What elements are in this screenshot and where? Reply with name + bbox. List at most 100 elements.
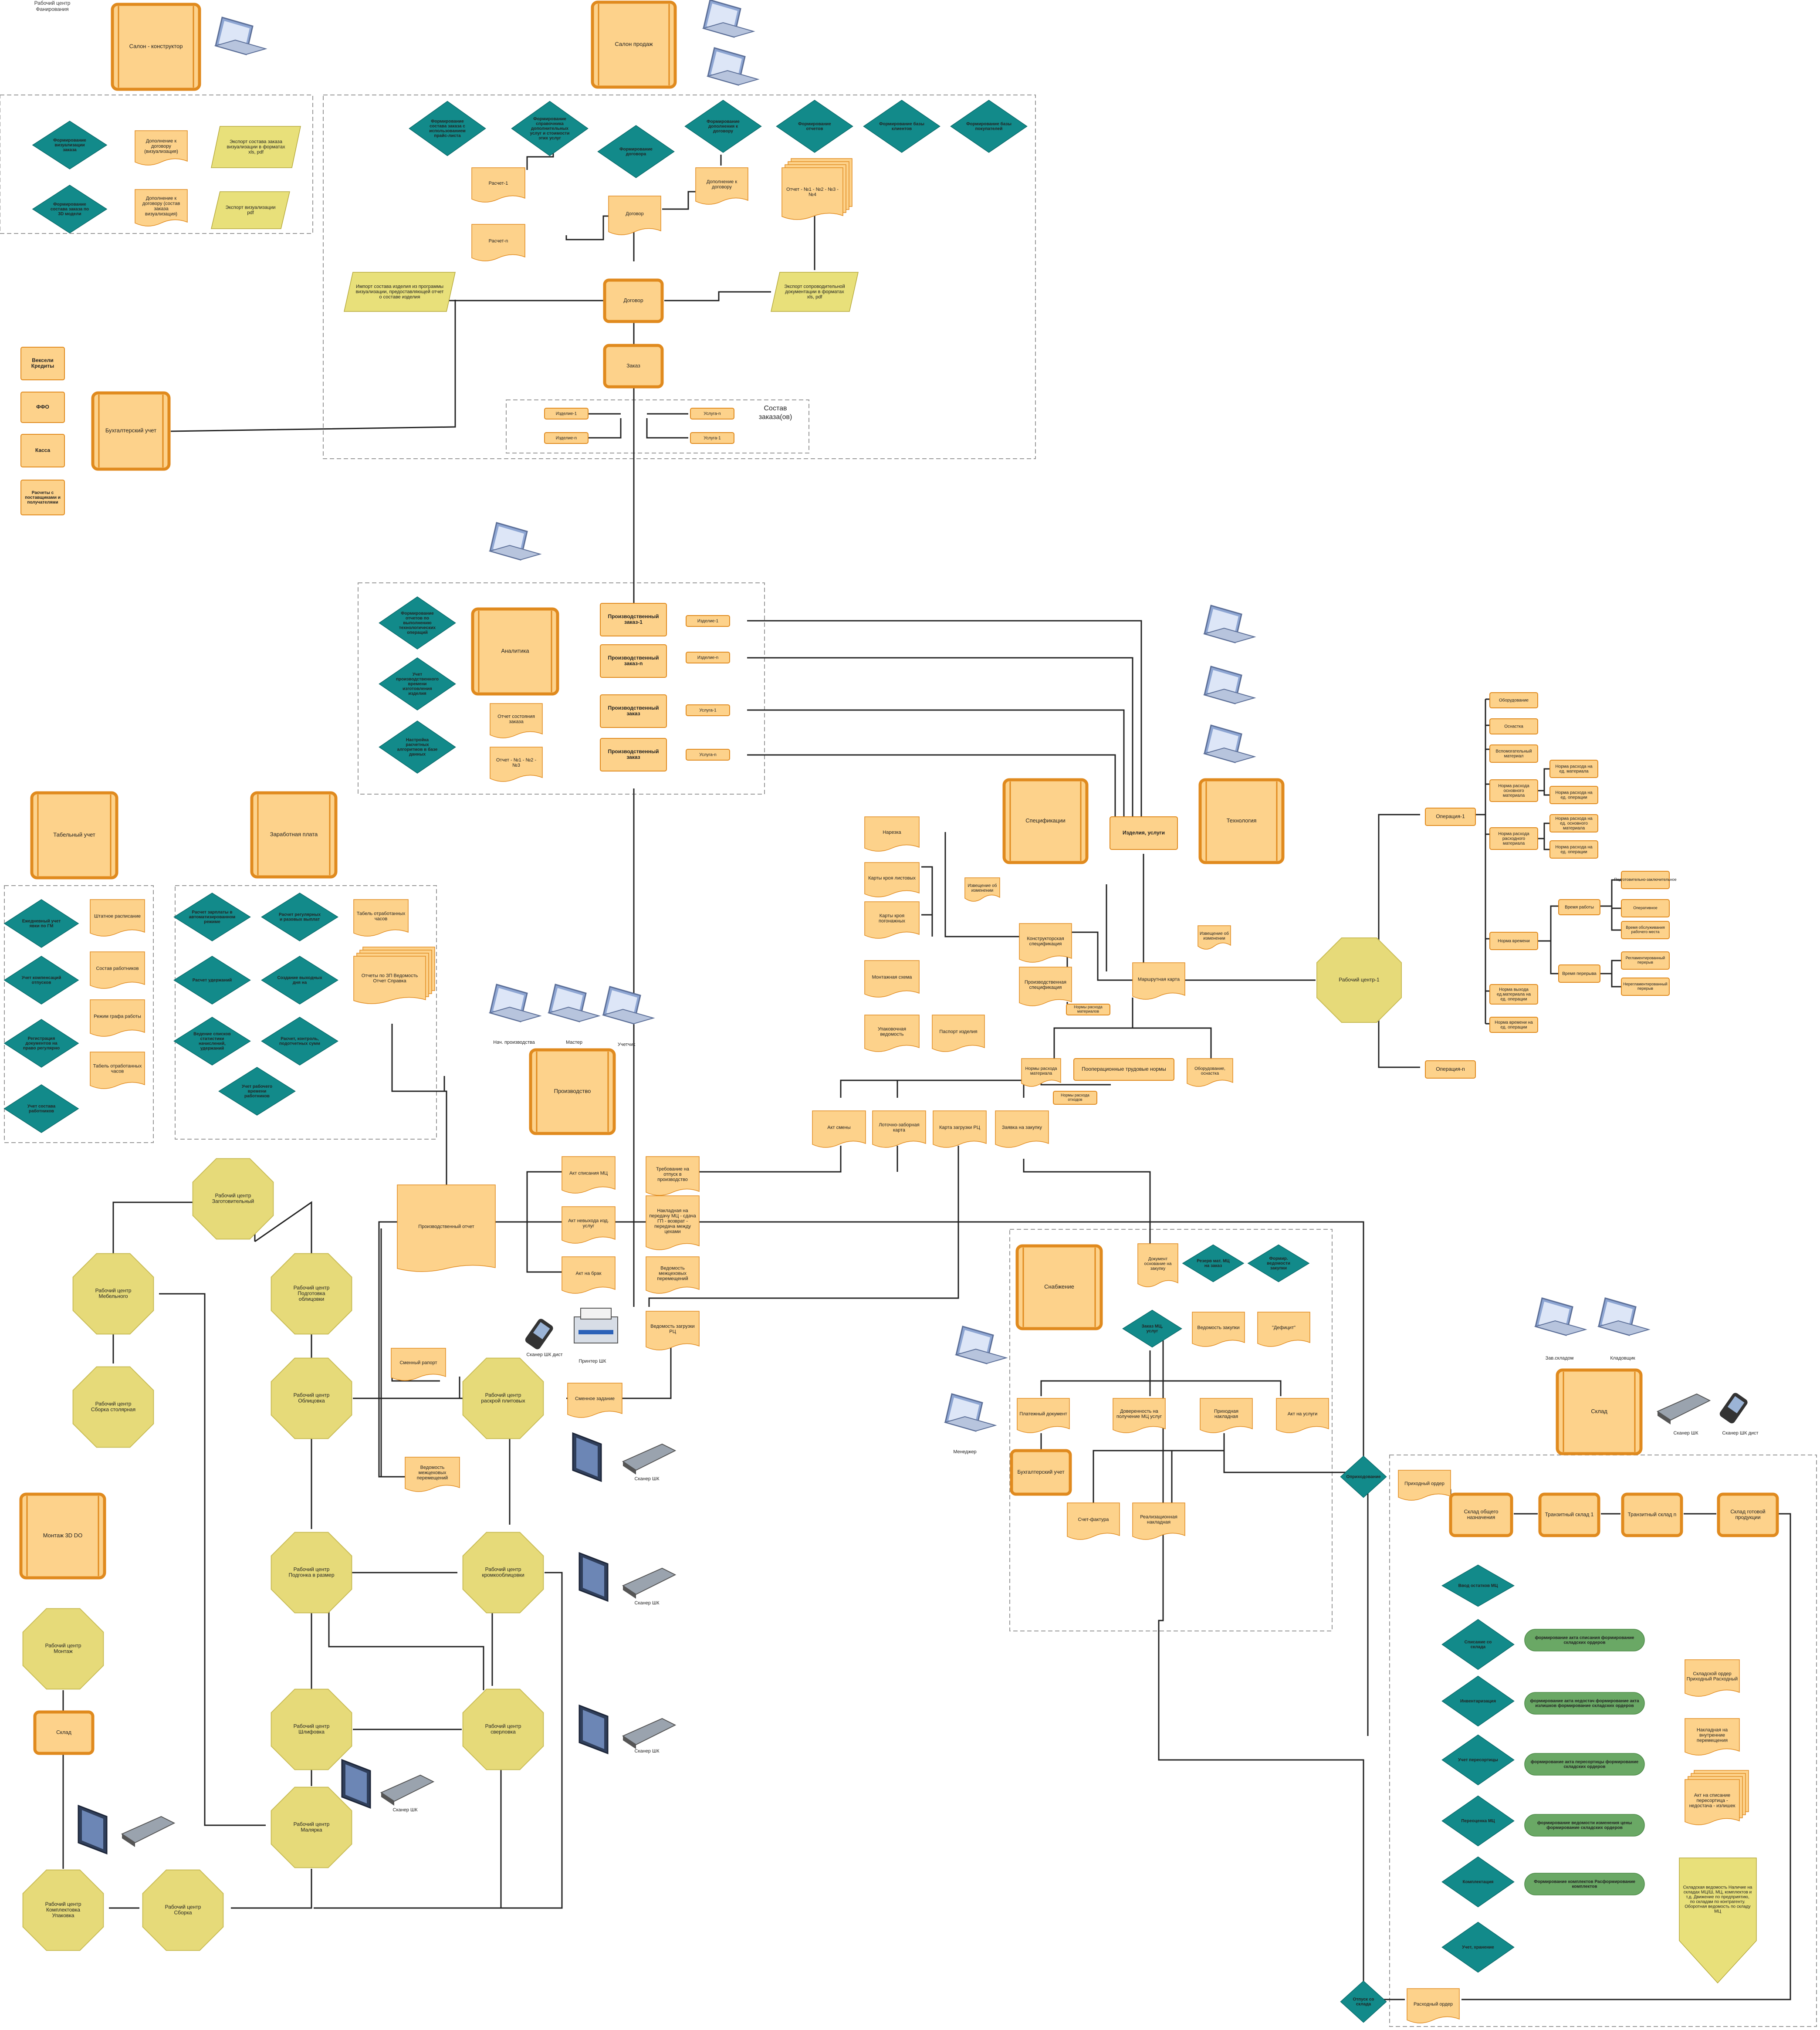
doc-nakl[interactable]: [646, 1195, 700, 1250]
pill-sklad-3[interactable]: [1524, 1753, 1645, 1776]
diamond-zp-7[interactable]: [218, 1067, 296, 1116]
box-rc-branch-6[interactable]: [1489, 984, 1538, 1005]
box-time-sub-4[interactable]: [1621, 978, 1670, 996]
para-import[interactable]: [344, 272, 456, 312]
diamond-sklad-op-7[interactable]: [1441, 1922, 1515, 1973]
box-rc-branch-2[interactable]: [1489, 744, 1538, 763]
box-prod-zakaz-4[interactable]: [600, 738, 667, 771]
doc-raschet-n[interactable]: [471, 224, 525, 261]
diamond-tabel-1[interactable]: [3, 899, 79, 948]
doc-dop-viz[interactable]: [135, 130, 188, 166]
doc-normy-rashoda[interactable]: [1021, 1058, 1061, 1087]
octagon-kromko[interactable]: [462, 1532, 544, 1614]
box-analitika[interactable]: [471, 607, 559, 696]
tag-normy-otkh[interactable]: [1053, 1091, 1097, 1105]
doc-raschet-1[interactable]: [471, 167, 525, 203]
doc-dop-sostav[interactable]: [135, 189, 188, 227]
octagon-malyarka[interactable]: [271, 1786, 352, 1868]
diamond-otpusk[interactable]: [1340, 1980, 1387, 2023]
diamond-sklad-op-2[interactable]: [1441, 1619, 1515, 1670]
box-rc-main-sub-2[interactable]: [1549, 786, 1598, 804]
diamond-zp-1[interactable]: [173, 893, 251, 941]
pill-sklad-5[interactable]: [1524, 1873, 1645, 1895]
doc-prihod-order[interactable]: [1398, 1470, 1451, 1501]
diamond-tabel-4[interactable]: [3, 1084, 79, 1133]
pill-sklad-2[interactable]: [1524, 1692, 1645, 1715]
octagon-zagot[interactable]: [192, 1158, 274, 1240]
diamond-nastroyka[interactable]: [379, 721, 456, 774]
doc-prihod-nakl[interactable]: [1200, 1398, 1253, 1433]
octagon-oblicovka[interactable]: [271, 1357, 352, 1439]
box-buhgalteria[interactable]: [91, 391, 171, 471]
box-rc-branch-5[interactable]: [1489, 932, 1538, 950]
shape-skladskaya-vedomost[interactable]: [1679, 1857, 1757, 1984]
tag-izdn[interactable]: [544, 432, 589, 444]
box-rc-branch-4[interactable]: [1489, 827, 1538, 850]
diamond-uchet-vremeni[interactable]: [379, 657, 456, 710]
box-op1[interactable]: [1425, 808, 1476, 826]
box-snabzhenie[interactable]: [1015, 1244, 1103, 1330]
diamond-sklad-op-6[interactable]: [1441, 1856, 1515, 1908]
diamond-zp-5[interactable]: [173, 1017, 251, 1066]
para-export-sostav[interactable]: [211, 126, 301, 168]
diamond-sklad-op-4[interactable]: [1441, 1734, 1515, 1786]
doc-deficit[interactable]: [1257, 1312, 1310, 1347]
box-opn[interactable]: [1425, 1060, 1476, 1079]
tag-analitika-2[interactable]: [686, 652, 730, 663]
box-time-sub-0[interactable]: [1621, 871, 1670, 889]
doc-marshrut[interactable]: [1132, 962, 1185, 1000]
diamond-zp-4[interactable]: [261, 956, 338, 1005]
octagon-rc1[interactable]: [1316, 937, 1402, 1023]
octagon-podgotovka[interactable]: [271, 1253, 352, 1335]
diamond-zp-3[interactable]: [173, 956, 251, 1005]
diamond-sklad-op-1[interactable]: [1441, 1564, 1515, 1607]
box-sklad-2[interactable]: [1538, 1492, 1600, 1537]
box-tehnolog[interactable]: [1198, 778, 1285, 864]
doc-real-nakl[interactable]: [1132, 1502, 1185, 1540]
para-export-soprovod[interactable]: [771, 272, 859, 312]
box-raschety[interactable]: [20, 480, 65, 515]
doc-vedom-mezh-1[interactable]: [646, 1256, 700, 1294]
octagon-mebel[interactable]: [72, 1253, 154, 1335]
box-dogovor[interactable]: [603, 278, 664, 323]
box-rc-rash-sub-1[interactable]: [1549, 814, 1598, 832]
box-tabel[interactable]: [30, 791, 118, 880]
box-vremya-raboty[interactable]: [1558, 899, 1600, 915]
diamond-oprihodovanie[interactable]: [1340, 1455, 1387, 1498]
doc-konstr-spec[interactable]: [1019, 923, 1072, 963]
doc-oborud[interactable]: [1187, 1058, 1233, 1087]
doc-nakl-vnutr[interactable]: [1685, 1718, 1740, 1756]
diamond-otchety-op[interactable]: [379, 596, 456, 650]
doc-akt-1[interactable]: [562, 1156, 616, 1194]
box-rc-branch-7[interactable]: [1489, 1017, 1538, 1033]
box-prod-zakaz-2[interactable]: [600, 644, 667, 678]
doc-pasport[interactable]: [932, 1015, 985, 1052]
doc-sklad-order[interactable]: [1685, 1659, 1740, 1697]
box-salon-konstruktor[interactable]: [111, 3, 201, 91]
box-kassa[interactable]: [20, 434, 65, 467]
doc-prod-row-2[interactable]: [872, 1110, 926, 1148]
pill-sklad-4[interactable]: [1524, 1814, 1645, 1837]
doc-prod-row-3[interactable]: [933, 1110, 987, 1148]
doc-akt-3[interactable]: [562, 1256, 616, 1294]
box-snab-buh[interactable]: [1010, 1449, 1072, 1496]
tag-analitika-1[interactable]: [686, 615, 730, 627]
box-rc-rash-sub-2[interactable]: [1549, 840, 1598, 859]
octagon-sborka[interactable]: [142, 1869, 224, 1951]
diamond-dop-dogovor[interactable]: [684, 100, 762, 153]
doc-izvesch-1[interactable]: [964, 877, 1000, 902]
doc-proizv-spec[interactable]: [1019, 967, 1072, 1006]
box-vekseli[interactable]: [20, 347, 65, 380]
doc-vedom-mezh-2[interactable]: [405, 1457, 460, 1492]
box-ffo[interactable]: [20, 392, 65, 423]
octagon-raskroy[interactable]: [462, 1357, 544, 1439]
para-export-viz[interactable]: [211, 191, 290, 229]
octagon-sborka-st[interactable]: [72, 1366, 154, 1448]
box-sklad-4[interactable]: [1717, 1492, 1779, 1537]
doc-akt-usl[interactable]: [1276, 1398, 1329, 1433]
doc-karty-list[interactable]: [864, 862, 920, 897]
doc-vedom-zagr[interactable]: [646, 1311, 700, 1350]
doc-dop-dogovor[interactable]: [695, 167, 748, 205]
diamond-tabel-3[interactable]: [3, 1019, 79, 1068]
diamond-sostav-prais[interactable]: [409, 101, 486, 156]
